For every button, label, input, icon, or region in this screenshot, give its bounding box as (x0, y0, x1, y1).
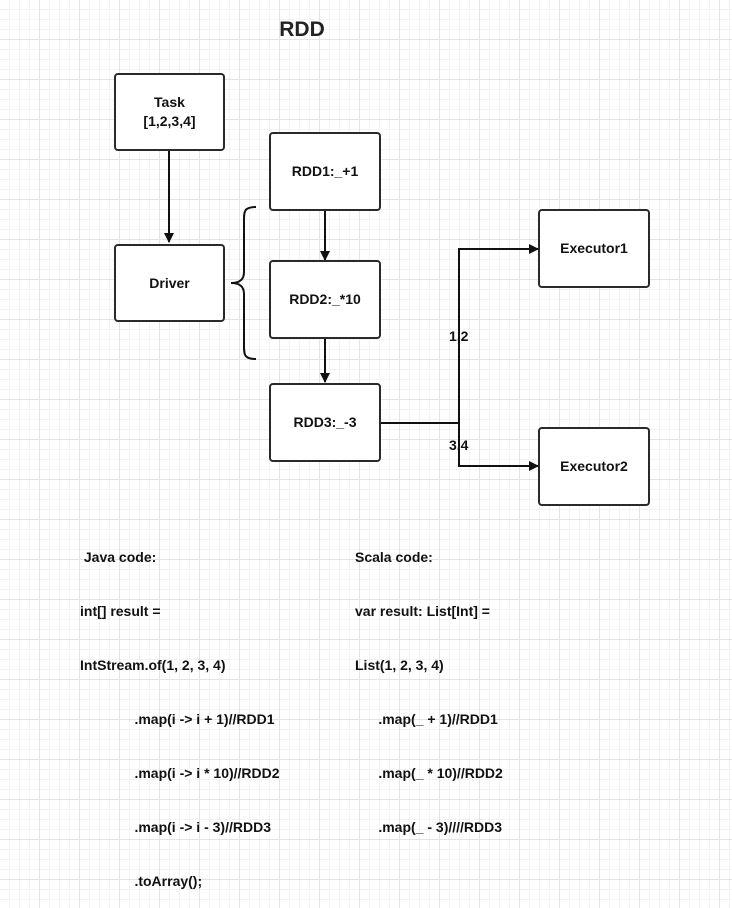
java-code-line: .map(i -> i - 3)//RDD3 (80, 819, 271, 835)
rdd1-node-label: RDD1:_+1 (291, 163, 359, 179)
rdd3-node-label: RDD3:_-3 (293, 414, 357, 430)
driver-node[interactable]: Driver (114, 244, 225, 322)
java-code-line: .map(i -> i + 1)//RDD1 (80, 711, 275, 727)
java-code-line: int[] result = (80, 603, 161, 619)
diagram-title: RDD (279, 18, 325, 41)
task-node-data: [1,2,3,4] (143, 113, 196, 129)
curly-brace (230, 206, 257, 360)
scala-code-block: Scala code: var result: List[Int] = List… (355, 512, 503, 854)
rdd2-node-label: RDD2:_*10 (289, 291, 361, 307)
connectors (164, 151, 539, 471)
java-code-line: .map(i -> i * 10)//RDD2 (80, 765, 280, 781)
java-code-line: .toArray(); (80, 873, 203, 889)
scala-code-line: .map(_ + 1)//RDD1 (355, 711, 498, 727)
scala-code-line: .map(_ * 10)//RDD2 (355, 765, 503, 781)
arrow-split-to-executor1 (458, 244, 539, 423)
scala-code-line: Scala code: (355, 549, 433, 565)
executor2-node-label: Executor2 (560, 458, 628, 474)
executor1-node[interactable]: Executor1 (538, 209, 650, 288)
task-node[interactable]: Task [1,2,3,4] (114, 73, 225, 151)
java-code-line: Java code: (80, 549, 157, 565)
edge-label-executor2: 3,4 (449, 437, 469, 453)
executor2-node[interactable]: Executor2 (538, 427, 650, 506)
edge-label-executor1: 1,2 (449, 328, 469, 344)
executor1-node-label: Executor1 (560, 240, 628, 256)
scala-code-line: .map(_ - 3)////RDD3 (355, 819, 503, 835)
scala-code-line: List(1, 2, 3, 4) (355, 657, 444, 673)
java-code-line: IntStream.of(1, 2, 3, 4) (80, 657, 226, 673)
rdd1-node[interactable]: RDD1:_+1 (269, 132, 381, 211)
rdd3-node[interactable]: RDD3:_-3 (269, 383, 381, 462)
task-node-label: Task (154, 94, 185, 110)
scala-code-line: var result: List[Int] = (355, 603, 490, 619)
arrow-split-to-executor2 (458, 423, 539, 471)
java-code-block: Java code: int[] result = IntStream.of(1… (80, 512, 280, 908)
rdd2-node[interactable]: RDD2:_*10 (269, 260, 381, 339)
driver-node-label: Driver (149, 274, 190, 291)
